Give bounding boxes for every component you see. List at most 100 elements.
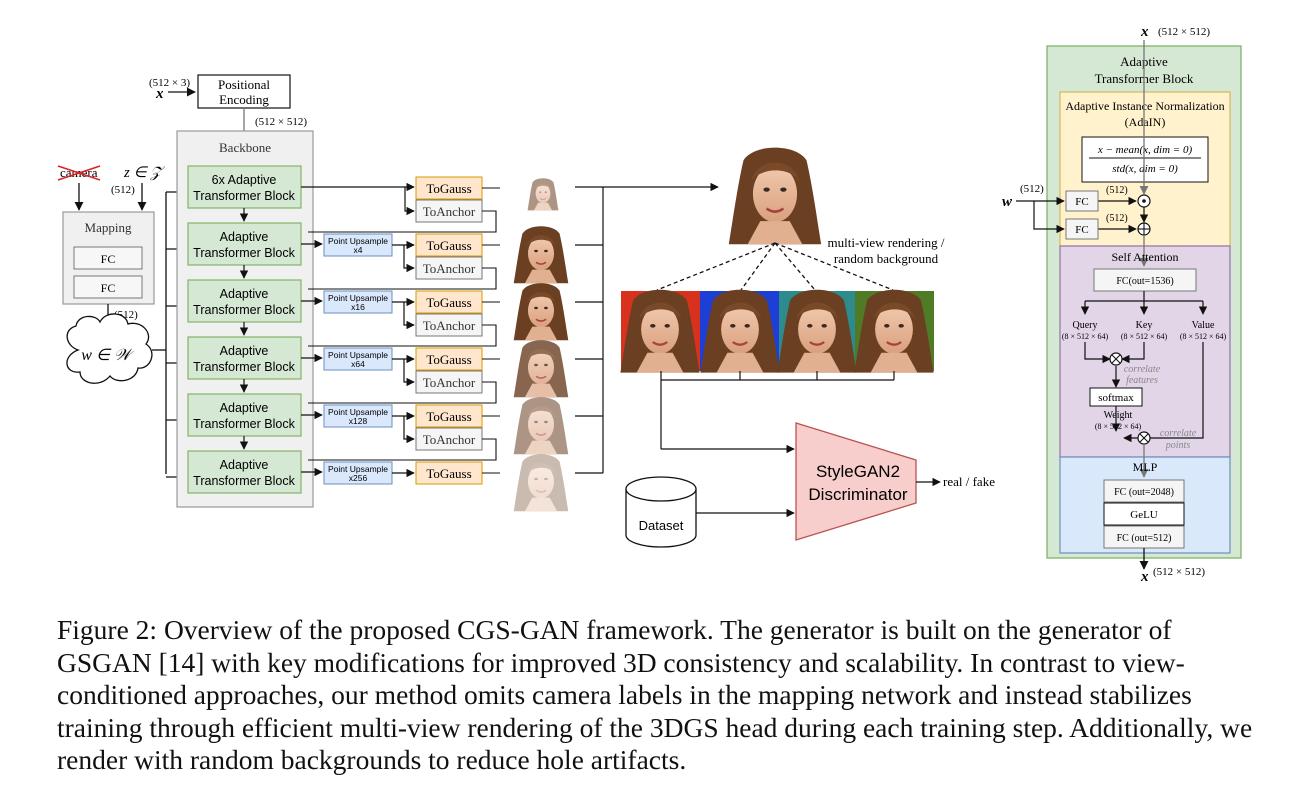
backbone-block-4: Adaptive Transformer Block [187,336,302,380]
atb-x-out: x [1140,569,1149,585]
svg-text:FC: FC [1075,196,1088,208]
positional-encoding-label-1: Positional [218,77,270,92]
atb-fc-bias [1065,218,1099,240]
svg-text:Transformer Block: Transformer Block [193,474,295,488]
x-pos-dim: (512 × 3) [149,77,190,89]
adain-title-2: (AdaIN) [1125,115,1166,129]
togauss-6: ToGauss [415,461,483,485]
z-dim: (512) [111,184,135,196]
backbone-title: Backbone [219,140,271,155]
atb-x-in-dim: (512 × 512) [1158,26,1210,38]
query-label: Query [1073,320,1098,331]
svg-text:FC: FC [1075,224,1088,236]
upsample-x64: Point Upsample x64 [323,347,393,371]
togauss-2: ToGauss [415,233,483,257]
weight-label: Weight [1104,410,1133,421]
svg-text:ToAnchor: ToAnchor [423,204,476,219]
svg-text:6x Adaptive: 6x Adaptive [212,173,277,187]
softmax-box [1089,387,1143,407]
mapping-fc-2 [73,275,143,299]
svg-text:Point Upsample: Point Upsample [328,464,388,474]
block-output-lines [301,182,415,477]
positional-encoding-label-2: Encoding [219,92,269,107]
mapping-fc-1-label: FC [101,252,116,266]
mlp-fc-1 [1103,479,1185,503]
mlp-gelu [1103,502,1185,526]
discriminator-label-1: StyleGAN2 [816,462,900,481]
svg-text:x4: x4 [354,245,363,255]
key-dim: (8 × 512 × 64) [1121,332,1168,341]
discriminator-shape [795,422,917,541]
toanchor-3: ToAnchor [415,313,483,337]
sa-fc-box [1093,268,1197,292]
svg-text:Point Upsample: Point Upsample [328,293,388,303]
svg-text:ToGauss: ToGauss [426,295,471,310]
multiview-label-1: multi-view rendering / [828,235,945,250]
camera-strike-2 [57,165,101,181]
mapping-title: Mapping [85,220,132,235]
upsample-x4: Point Upsample x4 [323,233,393,257]
correlate-features-2: features [1126,375,1158,386]
svg-text:Adaptive: Adaptive [220,230,269,244]
svg-text:Dataset: Dataset [639,518,684,533]
svg-text:ToAnchor: ToAnchor [423,375,476,390]
upsample-output-lines [392,240,415,478]
self-attention-title: Self Attention [1112,250,1179,264]
backbone-block-2: Adaptive Transformer Block [187,222,302,266]
svg-text:Transformer Block: Transformer Block [193,246,295,260]
togauss-4: ToGauss [415,347,483,371]
toanchor-2: ToAnchor [415,256,483,280]
svg-text:x256: x256 [349,473,368,483]
gaussian-render-1 [527,177,559,211]
svg-text:Point Upsample: Point Upsample [328,236,388,246]
atb-w-label: w [1002,194,1013,210]
svg-text:GeLU: GeLU [1130,509,1158,521]
svg-text:ToGauss: ToGauss [426,181,471,196]
multiview-label-2: random background [834,251,939,266]
upsample-x16: Point Upsample x16 [323,290,393,314]
sa-fc-label: FC(out=1536) [1116,276,1173,287]
svg-text:Adaptive: Adaptive [220,458,269,472]
svg-text:Adaptive: Adaptive [220,344,269,358]
w-cloud [66,313,153,384]
backbone-block-3: Adaptive Transformer Block [187,279,302,323]
backbone-block-5: Adaptive Transformer Block [187,393,302,437]
atb-fc-scale [1065,190,1099,212]
atb-x-in: x [1140,24,1149,40]
upsample-x256: Point Upsample x256 [323,461,393,485]
svg-text:x16: x16 [351,302,365,312]
svg-text:Adaptive: Adaptive [220,401,269,415]
anchor-connectors [308,187,500,474]
adain-formula-numerator: x − mean(x, dim = 0) [1097,144,1193,156]
svg-text:ToAnchor: ToAnchor [423,432,476,447]
z-label: z ∈ 𝒵 [123,165,165,181]
strip-to-discriminator [660,371,895,454]
adain-title-1: Adaptive Instance Normalization [1065,99,1224,113]
real-fake-label: real / fake [943,474,995,489]
correlate-points-1: correlate [1160,428,1197,439]
gaussian-render-4 [512,339,570,399]
x-pos-symbol: x [155,86,164,102]
query-dim: (8 × 512 × 64) [1062,332,1109,341]
positional-encoding-box [197,74,291,109]
mapping-fc-1 [73,246,143,270]
framework-figure: (512 × 3) x Positional Encoding (512 × 5… [57,24,1242,585]
gaussian-render-3 [512,282,570,342]
rendered-head [727,146,823,246]
atb-w-dim: (512) [1020,183,1044,195]
value-label: Value [1192,320,1215,331]
atb-w-lines [1016,196,1137,234]
svg-text:ToAnchor: ToAnchor [423,261,476,276]
svg-text:Adaptive: Adaptive [220,287,269,301]
svg-text:Point Upsample: Point Upsample [328,407,388,417]
svg-text:Transformer Block: Transformer Block [193,303,295,317]
togauss-1: ToGauss [415,176,483,200]
backbone-block-1: 6x Adaptive Transformer Block [187,165,302,209]
toanchor-5: ToAnchor [415,427,483,451]
svg-text:ToGauss: ToGauss [426,466,471,481]
pos-out-dim: (512 × 512) [255,116,307,128]
discriminator-label-2: Discriminator [808,485,908,504]
adain-formula-denominator: std(x, dim = 0) [1112,163,1178,175]
svg-text:x64: x64 [351,359,365,369]
svg-text:ToAnchor: ToAnchor [423,318,476,333]
